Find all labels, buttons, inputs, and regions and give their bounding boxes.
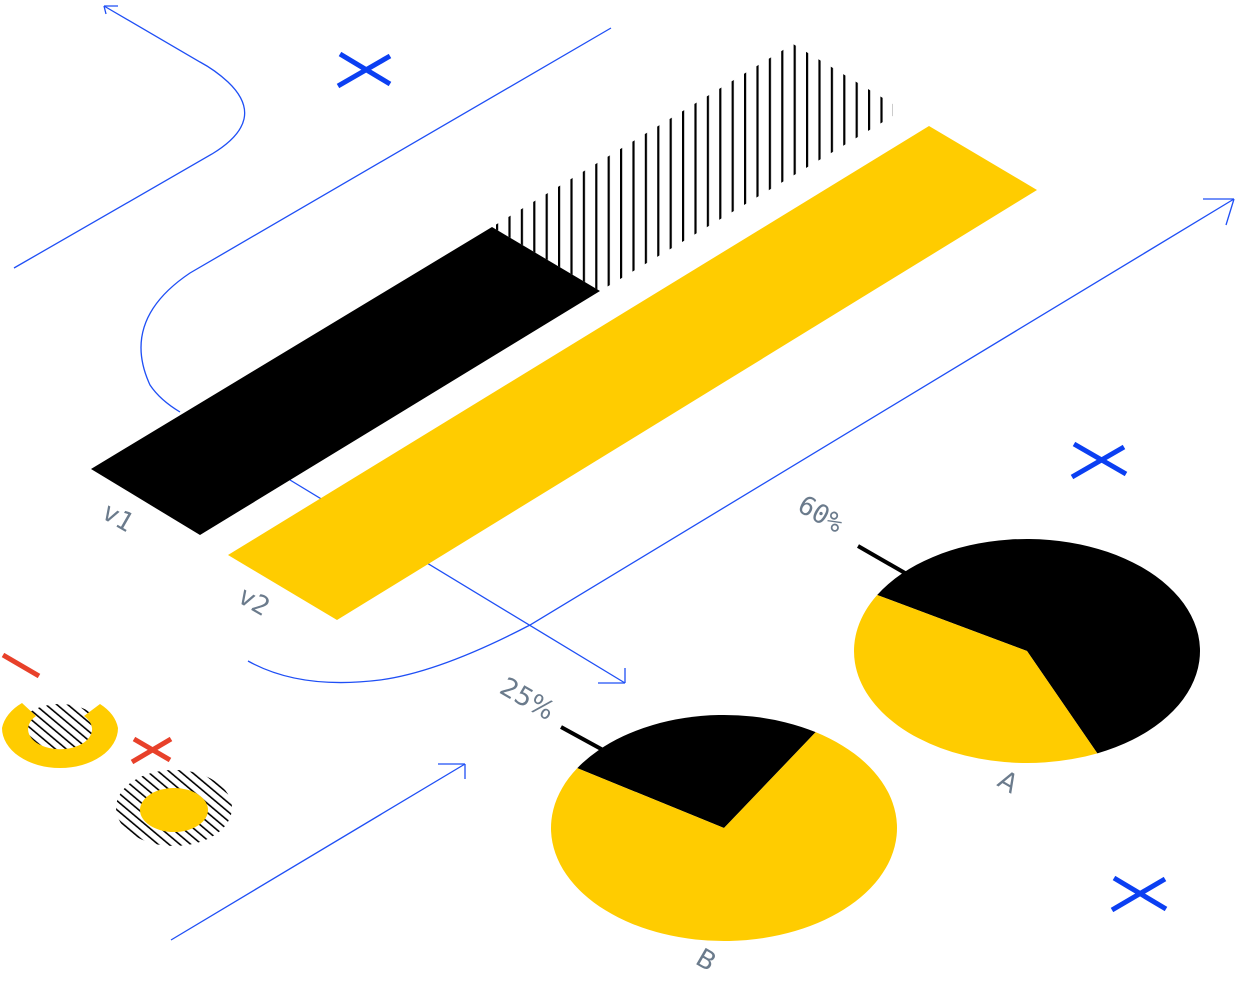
pie-b-slice-yellow bbox=[550, 732, 897, 942]
pie-chart-b bbox=[550, 715, 897, 942]
pie-a-slice-yellow bbox=[854, 595, 1098, 764]
pie-b-label: B bbox=[691, 943, 721, 978]
bar-label-v2: v2 bbox=[233, 581, 275, 623]
pie-chart-a bbox=[854, 539, 1200, 764]
pie-b-leader-line bbox=[560, 725, 604, 752]
arrow-icon bbox=[438, 763, 466, 779]
guide-path-bottom bbox=[170, 763, 466, 941]
minus-mark-icon bbox=[1, 652, 41, 679]
dot-icon bbox=[116, 770, 232, 846]
x-mark-icon bbox=[336, 51, 392, 89]
bar-v1 bbox=[91, 227, 600, 535]
bar-shadow-hatch bbox=[492, 44, 893, 291]
arrow-icon bbox=[598, 668, 626, 684]
bar-label-v1: v1 bbox=[97, 497, 139, 539]
x-mark-icon bbox=[1110, 875, 1168, 913]
guide-path-top-left bbox=[13, 5, 246, 269]
guide-path-long bbox=[247, 198, 1235, 684]
pie-a-percent-label: 60% bbox=[793, 490, 849, 540]
pie-b-percent-label: 25% bbox=[495, 672, 560, 727]
x-mark-icon bbox=[1070, 441, 1128, 480]
pie-a-label: A bbox=[993, 765, 1024, 800]
pie-b-slice-black bbox=[577, 715, 816, 828]
arrow-icon bbox=[103, 5, 118, 15]
arrow-icon bbox=[1203, 198, 1235, 226]
guide-path-upper bbox=[140, 27, 612, 413]
ring-icon bbox=[2, 703, 118, 768]
pie-a-slice-black bbox=[877, 539, 1200, 754]
pie-a-leader-line bbox=[857, 544, 906, 575]
red-x-mark-icon bbox=[130, 736, 173, 765]
bar-v2 bbox=[228, 126, 1037, 620]
